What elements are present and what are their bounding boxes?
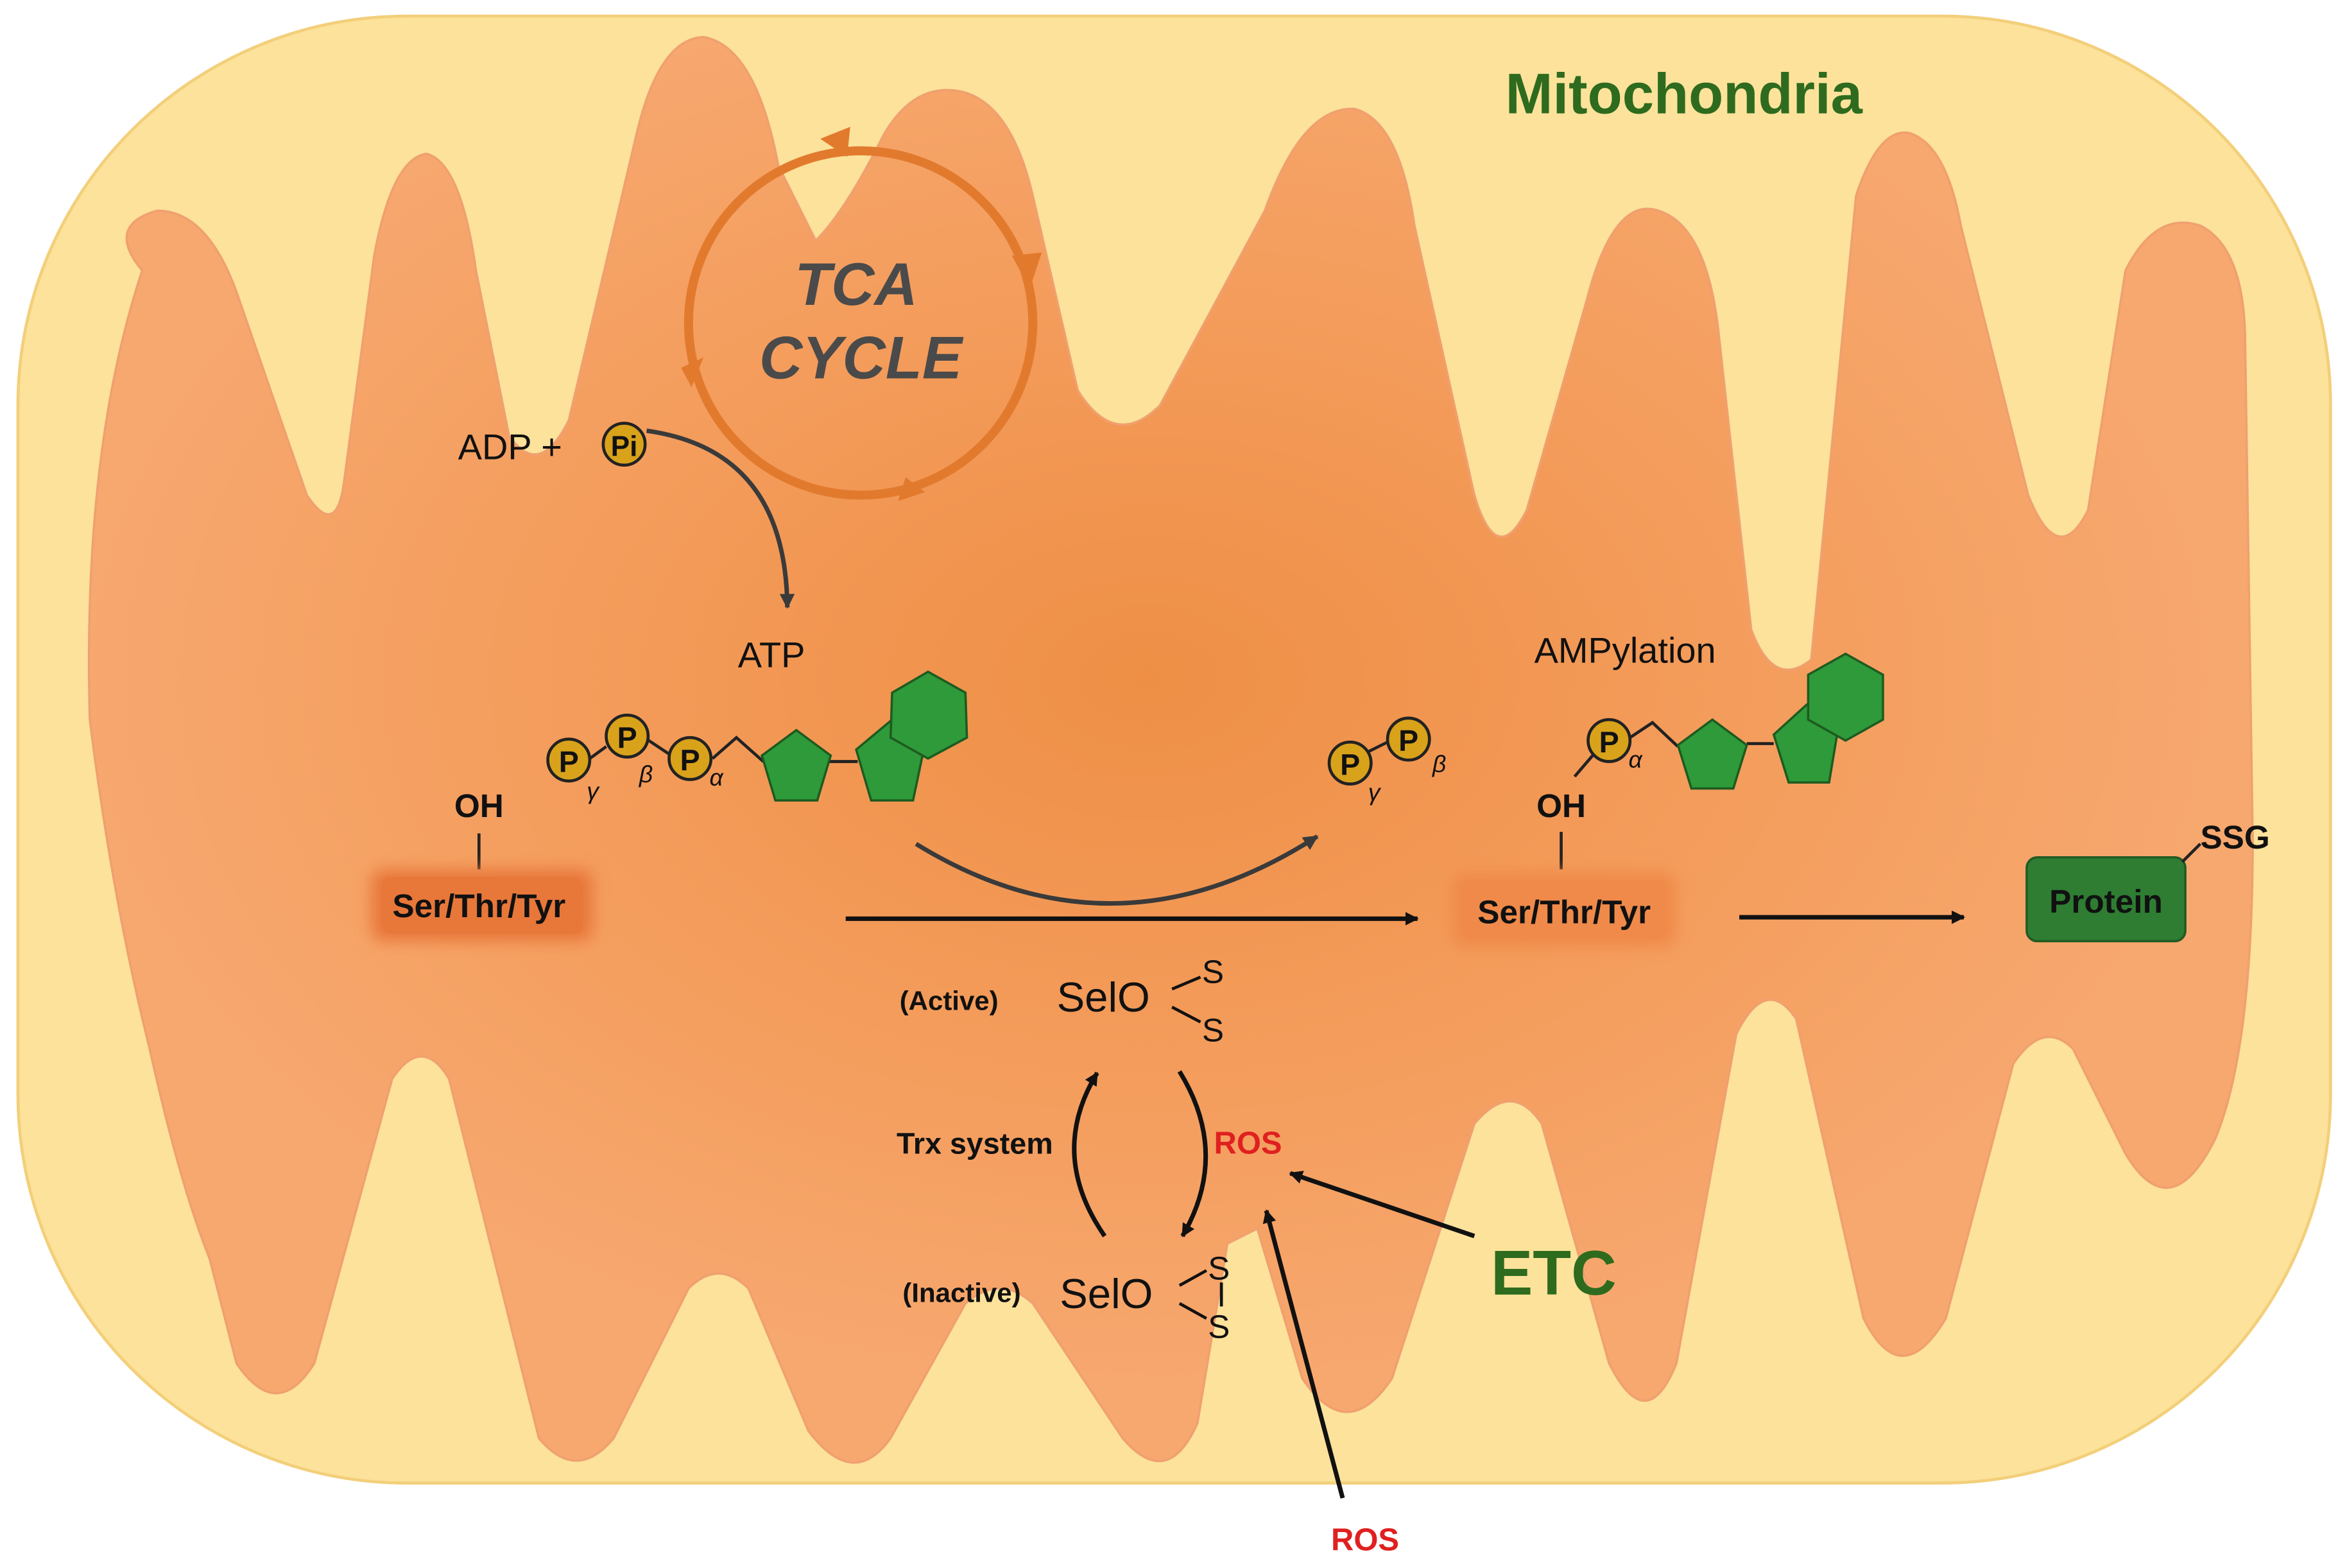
selo-active-sulfur-bottom: S (1202, 1012, 1224, 1049)
tca-arrow-right (1011, 252, 1042, 289)
svg-text:P: P (617, 721, 637, 755)
selo-inactive-name: SelO (1060, 1270, 1153, 1317)
atp-molecule: P γ P β P α (546, 670, 968, 804)
released-phosphate-gamma: P γ (1327, 740, 1382, 806)
tca-cycle: TCA CYCLE (681, 126, 1042, 501)
alpha-label: α (709, 764, 724, 791)
tca-label-line2: CYCLE (759, 324, 964, 391)
selo-inactive-bond-top (1178, 1269, 1207, 1287)
svg-text:β: β (1432, 750, 1446, 777)
pi-circle: Pi (601, 422, 647, 467)
selo-inactive-sulfur-top: S (1208, 1250, 1230, 1286)
ssg-bond (2181, 843, 2202, 863)
phosphate-alpha: P α (667, 736, 724, 791)
released-phosphate-beta: P β (1386, 716, 1446, 777)
pyrophosphate: P γ P β (1327, 716, 1446, 806)
amp-purine-hexagon (1807, 652, 1884, 742)
residue-box-right: Ser/Thr/Tyr (1452, 872, 1677, 947)
tca-arrow-top (820, 126, 850, 157)
selo-active-bond-bottom (1171, 1005, 1201, 1024)
phosphate-gamma: P γ (546, 737, 600, 804)
pyrophosphate-release-arrow (915, 834, 1319, 906)
protein-label: Protein (2049, 883, 2163, 920)
svg-text:P: P (559, 745, 579, 779)
trx-system-label: Trx system (897, 1127, 1053, 1160)
residue-label-right: Ser/Thr/Tyr (1477, 893, 1651, 930)
ribose-pentagon (761, 728, 832, 802)
tca-arrow-bottom (898, 477, 925, 501)
ampylation-label: AMPylation (1535, 630, 1716, 671)
ros-inner-label: ROS (1214, 1126, 1282, 1161)
selo-active-bond-top (1171, 976, 1201, 991)
adp-to-atp-arrow (646, 428, 795, 609)
amp-ribose-pentagon (1676, 718, 1748, 790)
svg-text:P: P (680, 744, 700, 777)
pi-label: Pi (611, 431, 638, 463)
svg-text:P: P (1398, 724, 1418, 757)
selo-active-name: SelO (1057, 974, 1150, 1021)
phosphate-beta: P β (605, 713, 653, 788)
selo-active-state: (Active) (900, 986, 999, 1016)
selo-inactive-sulfur-bottom: S (1208, 1308, 1230, 1345)
amp-phosphate-alpha: P α (1586, 718, 1644, 773)
trx-reduction-arrow (1072, 1071, 1107, 1237)
svg-text:γ: γ (1368, 779, 1382, 806)
purine-hexagon (889, 670, 968, 760)
beta-label: β (639, 761, 653, 788)
svg-text:P: P (1340, 748, 1360, 782)
svg-text:P: P (1599, 726, 1619, 759)
protein-box: Protein (2025, 856, 2187, 943)
mitochondria-title: Mitochondria (1506, 62, 1863, 126)
tca-arrow-left (681, 357, 704, 388)
tca-label-line1: TCA (795, 251, 918, 318)
selo-inactive-bond-bottom (1178, 1302, 1207, 1320)
selo-active-sulfur-top: S (1202, 954, 1224, 990)
oh-label-left: OH (454, 788, 504, 824)
svg-text:α: α (1629, 746, 1644, 773)
gamma-label: γ (587, 777, 600, 804)
ssg-label: SSG (2200, 819, 2269, 856)
ros-outer-label: ROS (1331, 1523, 1399, 1558)
atp-label: ATP (738, 635, 805, 675)
oh-label-right: OH (1536, 788, 1586, 824)
amp-molecule: P α (1573, 652, 1884, 790)
etc-label: ETC (1491, 1237, 1617, 1308)
etc-to-ros-arrow (1289, 1171, 1475, 1239)
ros-oxidation-arrow (1177, 1070, 1208, 1237)
inner-membrane-matrix (87, 35, 2254, 1464)
adp-label: ADP + (458, 426, 562, 467)
selo-inactive-state: (Inactive) (902, 1277, 1020, 1307)
residue-label-left: Ser/Thr/Tyr (392, 888, 565, 924)
residue-box-left: Ser/Thr/Tyr (371, 869, 593, 942)
external-ros-arrow (1262, 1209, 1345, 1499)
